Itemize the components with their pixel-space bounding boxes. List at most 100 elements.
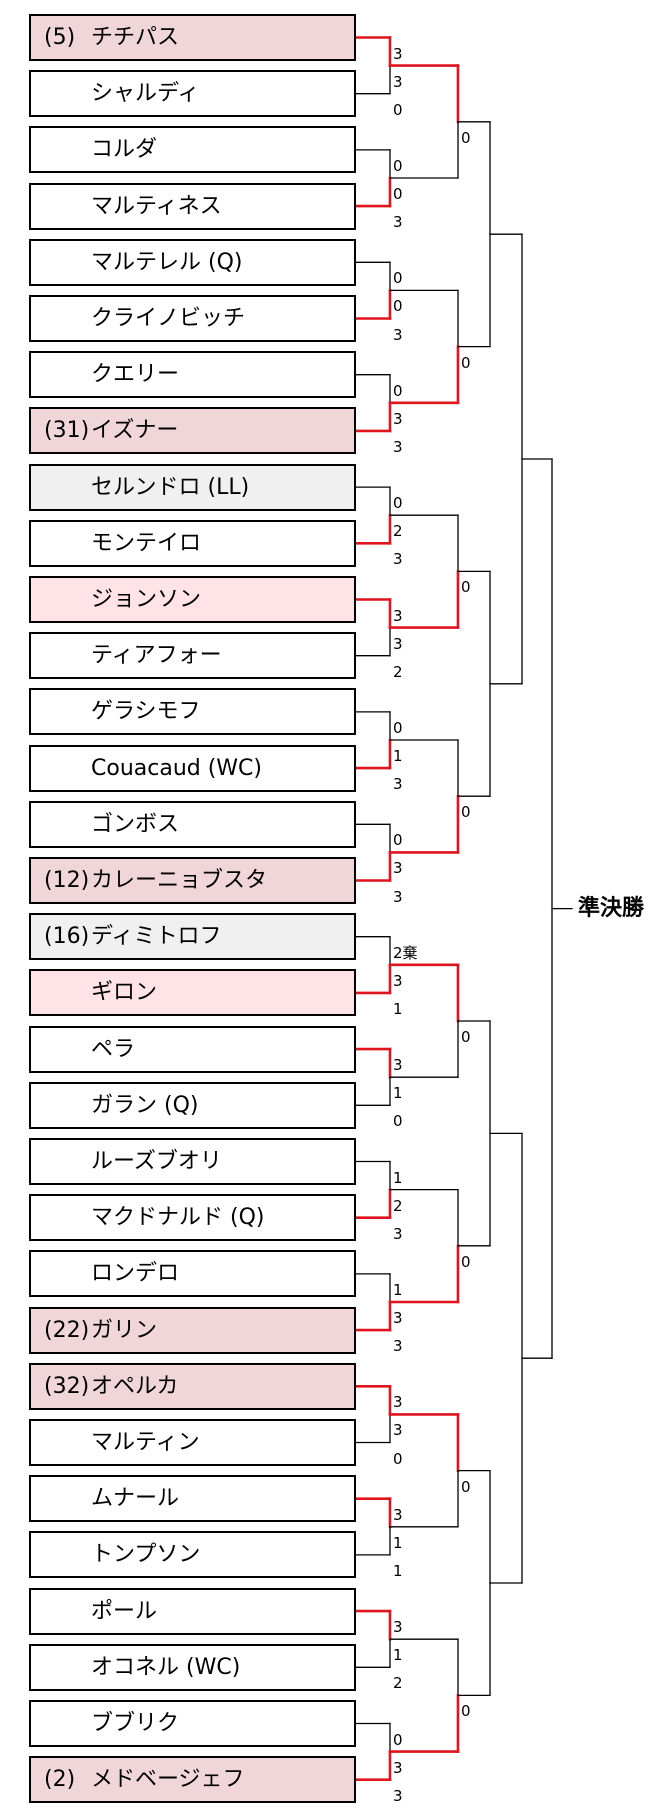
match-score: 0 xyxy=(393,185,403,203)
player-entry: マルティネス xyxy=(29,182,356,230)
player-entry: (5) チチパス xyxy=(29,14,356,61)
match-score: 0 xyxy=(393,1112,403,1131)
player-entry: ジョンソン xyxy=(29,576,356,623)
match-score: 3 xyxy=(393,634,403,653)
player-name: ムナール xyxy=(91,1486,180,1512)
match-score: 1 xyxy=(393,999,403,1018)
match-score: 0 xyxy=(461,1252,471,1271)
player-entry: ティアフォー xyxy=(29,632,356,680)
match-score: 0 xyxy=(393,269,403,288)
player-name: セルンドロ (LL) xyxy=(91,474,250,500)
player-name: ガラン (Q) xyxy=(91,1092,199,1118)
player-seed: (16) xyxy=(44,924,90,950)
match-score: 0 xyxy=(393,1449,403,1468)
player-entry: モンテイロ xyxy=(29,519,356,567)
player-entry: ゲラシモフ xyxy=(29,688,356,736)
player-seed: (2) xyxy=(44,1767,76,1793)
player-entry: (2) メドベージェフ xyxy=(29,1756,356,1804)
match-score: 0 xyxy=(393,100,403,119)
player-entry: (31)イズナー xyxy=(29,407,356,455)
player-name: トンプソン xyxy=(91,1542,201,1568)
player-entry: (32)オペルカ xyxy=(29,1362,356,1410)
player-entry: (16)ディミトロフ xyxy=(29,913,356,961)
player-name: マルティネス xyxy=(91,193,222,219)
match-score: 1 xyxy=(393,1561,403,1580)
player-seed: (12) xyxy=(44,868,90,893)
match-score: 3 xyxy=(393,775,403,794)
player-entry: オコネル (WC) xyxy=(29,1643,356,1691)
match-score: 3 xyxy=(393,550,403,569)
player-entry: ガラン (Q) xyxy=(29,1081,356,1129)
player-name: ジョンソン xyxy=(91,587,202,612)
match-score: 1 xyxy=(393,1280,403,1299)
match-score: 0 xyxy=(461,1477,471,1496)
player-name: クエリー xyxy=(91,362,180,388)
match-score: 0 xyxy=(393,718,403,737)
player-entry: マクドナルド (Q) xyxy=(29,1194,356,1242)
match-score: 0 xyxy=(461,128,471,147)
player-entry: クライノビッチ xyxy=(29,295,356,342)
player-entry: シャルディ xyxy=(29,70,356,118)
match-score: 3 xyxy=(393,1618,403,1637)
player-entry: ブブリク xyxy=(29,1700,356,1747)
match-score: 3 xyxy=(393,859,403,878)
match-score: 0 xyxy=(393,494,403,513)
match-score: 3 xyxy=(393,1224,403,1243)
match-score: 2 xyxy=(393,662,403,681)
match-score: 3 xyxy=(393,44,403,63)
match-score: 0 xyxy=(393,381,403,400)
match-score: 2 xyxy=(393,1196,403,1215)
match-score: 0 xyxy=(461,353,471,372)
player-entry: ポール xyxy=(29,1587,356,1635)
player-name: ゴンボス xyxy=(91,811,180,837)
match-score: 3 xyxy=(393,606,403,625)
match-score: 0 xyxy=(393,831,403,850)
player-name: マルティン xyxy=(91,1430,200,1455)
player-entry: ルーズブオリ xyxy=(29,1138,356,1185)
player-seed: (22) xyxy=(44,1317,90,1343)
player-entry: トンプソン xyxy=(29,1531,356,1579)
match-score: 3 xyxy=(393,72,403,91)
match-score: 0 xyxy=(393,156,403,175)
player-name: メドベージェフ xyxy=(91,1767,245,1793)
match-score: 3 xyxy=(393,1309,403,1327)
player-name: ペラ xyxy=(91,1036,136,1062)
player-name: Couacaud (WC) xyxy=(91,755,263,781)
player-name: ガリン xyxy=(91,1317,158,1343)
match-score: 3 xyxy=(393,971,403,990)
semifinal-label: 準決勝 xyxy=(578,895,645,921)
player-entry: Couacaud (WC) xyxy=(29,744,356,792)
player-name: ルーズブオリ xyxy=(91,1149,222,1174)
player-seed: (5) xyxy=(44,25,76,50)
match-score: 1 xyxy=(393,1168,403,1187)
match-score: 3 xyxy=(393,213,403,232)
player-name: クライノビッチ xyxy=(91,306,246,331)
match-score: 3 xyxy=(393,1337,403,1356)
player-name: イズナー xyxy=(91,418,179,444)
player-name: チチパス xyxy=(91,25,180,50)
player-entry: マルティン xyxy=(29,1419,356,1466)
match-score: 0 xyxy=(461,1702,471,1721)
player-name: ブブリク xyxy=(91,1711,180,1736)
player-entry: ムナール xyxy=(29,1475,356,1523)
player-name: ロンデロ xyxy=(91,1261,180,1287)
player-entry: (22)ガリン xyxy=(29,1306,356,1354)
player-name: ティアフォー xyxy=(91,643,222,669)
player-name: オペルカ xyxy=(91,1373,179,1399)
player-name: ポール xyxy=(91,1598,158,1624)
player-name: マルテレル (Q) xyxy=(91,249,243,275)
player-name: コルダ xyxy=(91,137,158,163)
match-score: 3 xyxy=(393,1056,403,1075)
match-score: 2棄 xyxy=(393,943,418,962)
match-score: 0 xyxy=(461,578,471,597)
match-score: 1 xyxy=(393,1646,403,1665)
player-entry: (12)カレーニョブスタ xyxy=(29,857,356,904)
player-entry: ゴンボス xyxy=(29,800,356,848)
match-score: 1 xyxy=(393,1084,403,1103)
match-score: 3 xyxy=(393,1786,403,1805)
match-score: 1 xyxy=(393,747,403,765)
player-name: カレーニョブスタ xyxy=(91,868,268,893)
match-score: 3 xyxy=(393,437,403,456)
